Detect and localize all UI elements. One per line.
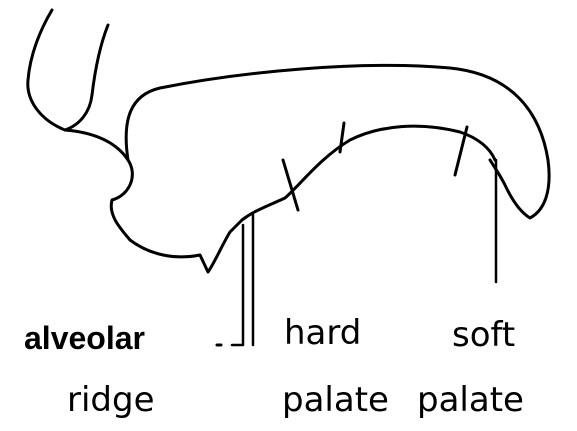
label-alveolar: alveolar (24, 322, 145, 354)
upper-cavity-outline (126, 65, 549, 218)
tick-hard (340, 123, 344, 152)
upper-lip-outline (65, 130, 242, 272)
label-ridge: ridge (67, 383, 155, 417)
label-hard-palate: palate (282, 383, 389, 417)
pointer-alveolar (232, 225, 243, 345)
palate-line (242, 126, 495, 220)
label-soft-palate: palate (417, 383, 524, 417)
nose-outline (28, 10, 108, 130)
label-hard: hard (284, 316, 361, 350)
tick-soft (455, 127, 467, 175)
tick-alveolar (283, 160, 298, 210)
label-soft: soft (452, 318, 515, 352)
